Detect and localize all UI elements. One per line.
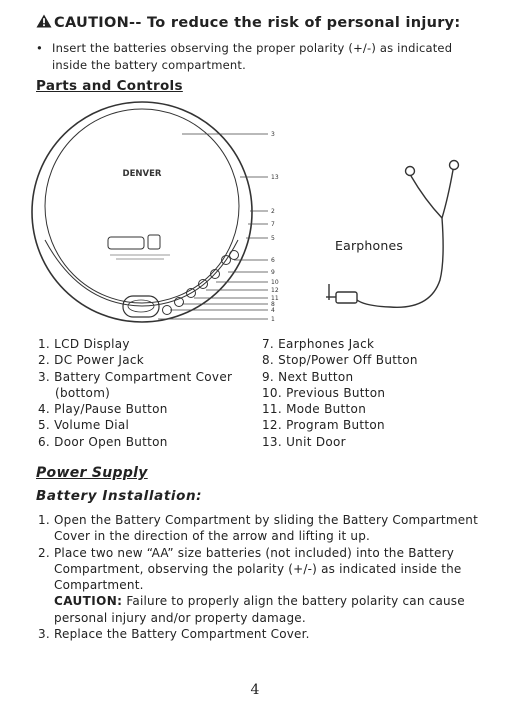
step-item: 1. Open the Battery Compartment by slidi… — [38, 512, 488, 545]
callout-number: 1 — [271, 316, 275, 323]
caution-bullet-text: Insert the batteries observing the prope… — [52, 41, 453, 72]
warning-text: Failure to properly align the battery po… — [54, 594, 465, 625]
step-text: Open the Battery Compartment by sliding … — [54, 513, 478, 544]
part-item: 8. Stop/Power Off Button — [262, 353, 418, 368]
part-item: 7. Earphones Jack — [262, 337, 375, 351]
part-item-continuation: (bottom) — [55, 385, 111, 400]
part-item: 10. Previous Button — [262, 385, 386, 400]
callout-lines — [158, 133, 268, 320]
parts-list-left: 1. LCD Display 2. DC Power Jack 3. Batte… — [38, 336, 248, 450]
part-item: 11. Mode Button — [262, 402, 367, 417]
step-item: 3. Replace the Battery Compartment Cover… — [38, 626, 488, 642]
power-supply-title: Power Supply — [36, 465, 148, 481]
warning-label: CAUTION: — [54, 594, 123, 609]
step-text: Replace the Battery Compartment Cover. — [54, 627, 310, 642]
step-item: 2. Place two new “AA” size batteries (no… — [38, 545, 488, 594]
part-item: 4. Play/Pause Button — [38, 402, 168, 417]
caution-heading-text: CAUTION-- To reduce the risk of personal… — [54, 15, 461, 31]
page-number: 4 — [250, 682, 260, 698]
warning-icon — [36, 14, 52, 28]
installation-steps: 1. Open the Battery Compartment by slidi… — [38, 512, 488, 642]
callout-number: 10 — [271, 279, 279, 286]
battery-installation-title: Battery Installation: — [36, 488, 203, 504]
caution-heading: CAUTION-- To reduce the risk of personal… — [36, 14, 461, 31]
callout-number: 13 — [271, 174, 279, 181]
battery-warning: CAUTION: Failure to properly align the b… — [38, 593, 488, 626]
callout-number: 3 — [271, 131, 275, 138]
earphones-illustration — [326, 159, 460, 308]
part-item: 9. Next Button — [262, 369, 354, 384]
cd-player-illustration — [31, 101, 253, 323]
earphones-label: Earphones — [335, 238, 404, 253]
step-text: Place two new “AA” size batteries (not i… — [54, 545, 462, 593]
callout-number: 6 — [271, 257, 275, 264]
step-number: 3. — [38, 627, 50, 642]
bullet-mark: • — [36, 41, 43, 55]
parts-list-right: 7. Earphones Jack 8. Stop/Power Off Butt… — [262, 336, 482, 450]
part-item: 1. LCD Display — [38, 337, 130, 351]
callout-number: 8 — [271, 301, 275, 308]
callout-number: 7 — [271, 221, 275, 228]
step-number: 1. — [38, 513, 50, 527]
callout-number: 11 — [271, 295, 279, 302]
part-item: 13. Unit Door — [262, 434, 346, 449]
step-number: 2. — [38, 545, 50, 560]
callout-number: 12 — [271, 287, 279, 294]
part-item: 12. Program Button — [262, 418, 385, 433]
device-brand-label: DENVER — [123, 169, 162, 179]
part-item: 6. Door Open Button — [38, 434, 168, 449]
part-item: 3. Battery Compartment Cover — [38, 369, 233, 384]
part-item: 2. DC Power Jack — [38, 353, 145, 368]
caution-bullet: • Insert the batteries observing the pro… — [36, 40, 486, 74]
callout-number: 9 — [271, 269, 275, 276]
part-item: 5. Volume Dial — [38, 418, 130, 433]
parts-and-controls-title: Parts and Controls — [36, 78, 183, 94]
callout-number: 4 — [271, 307, 275, 314]
callout-number: 2 — [271, 208, 275, 215]
callout-number: 5 — [271, 235, 275, 242]
